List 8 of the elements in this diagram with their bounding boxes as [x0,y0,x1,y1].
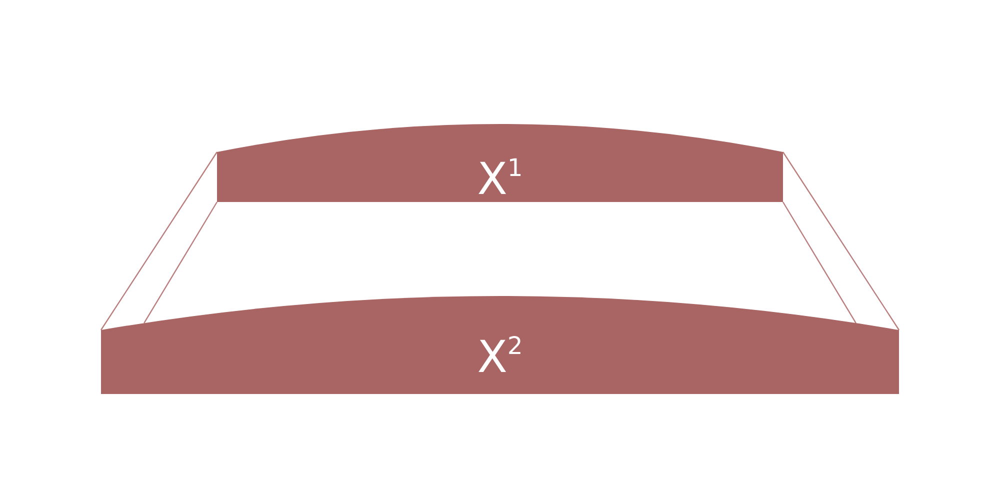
band-label: X$^{2}$ [477,334,523,380]
curved-band [101,296,899,394]
band-label: X$^{1}$ [477,156,523,202]
connector-line [100,152,218,330]
connector-line [144,202,218,324]
curved-band [217,124,783,202]
connector-line [782,152,900,330]
connector-line [782,202,856,324]
